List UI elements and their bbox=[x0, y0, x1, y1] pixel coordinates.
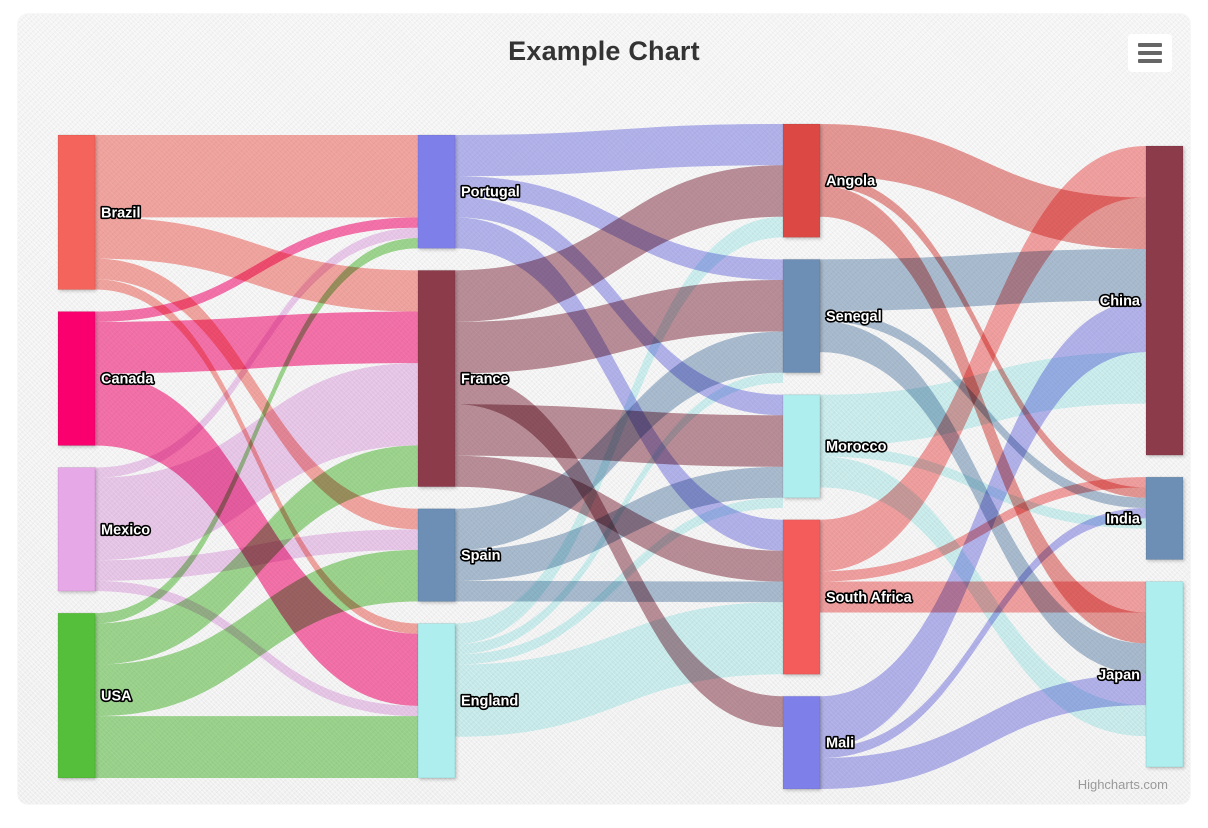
sankey-link[interactable] bbox=[455, 217, 783, 551]
sankey-diagram: BrazilCanadaMexicoUSAPortugalFranceSpain… bbox=[57, 123, 1184, 790]
sankey-link[interactable] bbox=[95, 135, 418, 218]
sankey-node[interactable] bbox=[417, 508, 456, 602]
sankey-node[interactable] bbox=[1145, 145, 1184, 456]
sankey-node[interactable] bbox=[782, 123, 821, 238]
sankey-node[interactable] bbox=[417, 622, 456, 779]
sankey-node[interactable] bbox=[1145, 476, 1184, 561]
sankey-link[interactable] bbox=[455, 124, 783, 177]
sankey-link[interactable] bbox=[95, 238, 418, 624]
sankey-node[interactable] bbox=[1145, 581, 1184, 768]
sankey-link[interactable] bbox=[820, 249, 1146, 311]
sankey-link[interactable] bbox=[455, 216, 783, 645]
sankey-nodes-layer bbox=[57, 123, 1184, 790]
sankey-node[interactable] bbox=[417, 134, 456, 249]
sankey-node[interactable] bbox=[57, 311, 96, 446]
page-title: Example Chart bbox=[508, 36, 700, 66]
sankey-link[interactable] bbox=[455, 602, 783, 737]
sankey-link[interactable] bbox=[455, 279, 783, 374]
sankey-link[interactable] bbox=[95, 716, 418, 778]
sankey-link[interactable] bbox=[820, 352, 1146, 447]
sankey-links-layer bbox=[95, 124, 1146, 789]
hamburger-menu-icon[interactable] bbox=[1128, 34, 1172, 72]
sankey-link[interactable] bbox=[455, 331, 783, 550]
sankey-node[interactable] bbox=[782, 258, 821, 374]
sankey-link[interactable] bbox=[95, 549, 418, 717]
sankey-link[interactable] bbox=[820, 175, 1146, 498]
credits-label: Highcharts.com bbox=[1077, 777, 1168, 792]
sankey-link[interactable] bbox=[820, 146, 1146, 572]
sankey-node[interactable] bbox=[57, 467, 96, 592]
sankey-node[interactable] bbox=[57, 134, 96, 291]
sankey-link[interactable] bbox=[455, 373, 783, 728]
sankey-link[interactable] bbox=[95, 217, 418, 322]
sankey-link[interactable] bbox=[820, 124, 1146, 250]
sankey-link[interactable] bbox=[95, 311, 418, 374]
sankey-link[interactable] bbox=[820, 321, 1146, 675]
sankey-link[interactable] bbox=[95, 445, 418, 665]
sankey-node[interactable] bbox=[57, 612, 96, 779]
sankey-link[interactable] bbox=[455, 165, 783, 322]
sankey-link[interactable] bbox=[820, 508, 1146, 759]
sankey-node[interactable] bbox=[782, 394, 821, 499]
sankey-link[interactable] bbox=[820, 446, 1146, 529]
sankey-node[interactable] bbox=[782, 695, 821, 790]
sankey-node[interactable] bbox=[417, 269, 456, 488]
sankey-link[interactable] bbox=[455, 466, 783, 581]
sankey-link[interactable] bbox=[95, 363, 418, 561]
sankey-node[interactable] bbox=[782, 519, 821, 675]
sankey-link[interactable] bbox=[95, 227, 418, 478]
sankey-link[interactable] bbox=[455, 372, 783, 655]
menu-bar-top bbox=[1138, 43, 1162, 47]
sankey-link[interactable] bbox=[95, 258, 418, 530]
sankey-link[interactable] bbox=[820, 456, 1146, 737]
menu-bar-middle bbox=[1138, 51, 1162, 55]
menu-bar-bottom bbox=[1138, 59, 1162, 63]
sankey-link[interactable] bbox=[455, 497, 783, 665]
sankey-link[interactable] bbox=[820, 300, 1146, 748]
